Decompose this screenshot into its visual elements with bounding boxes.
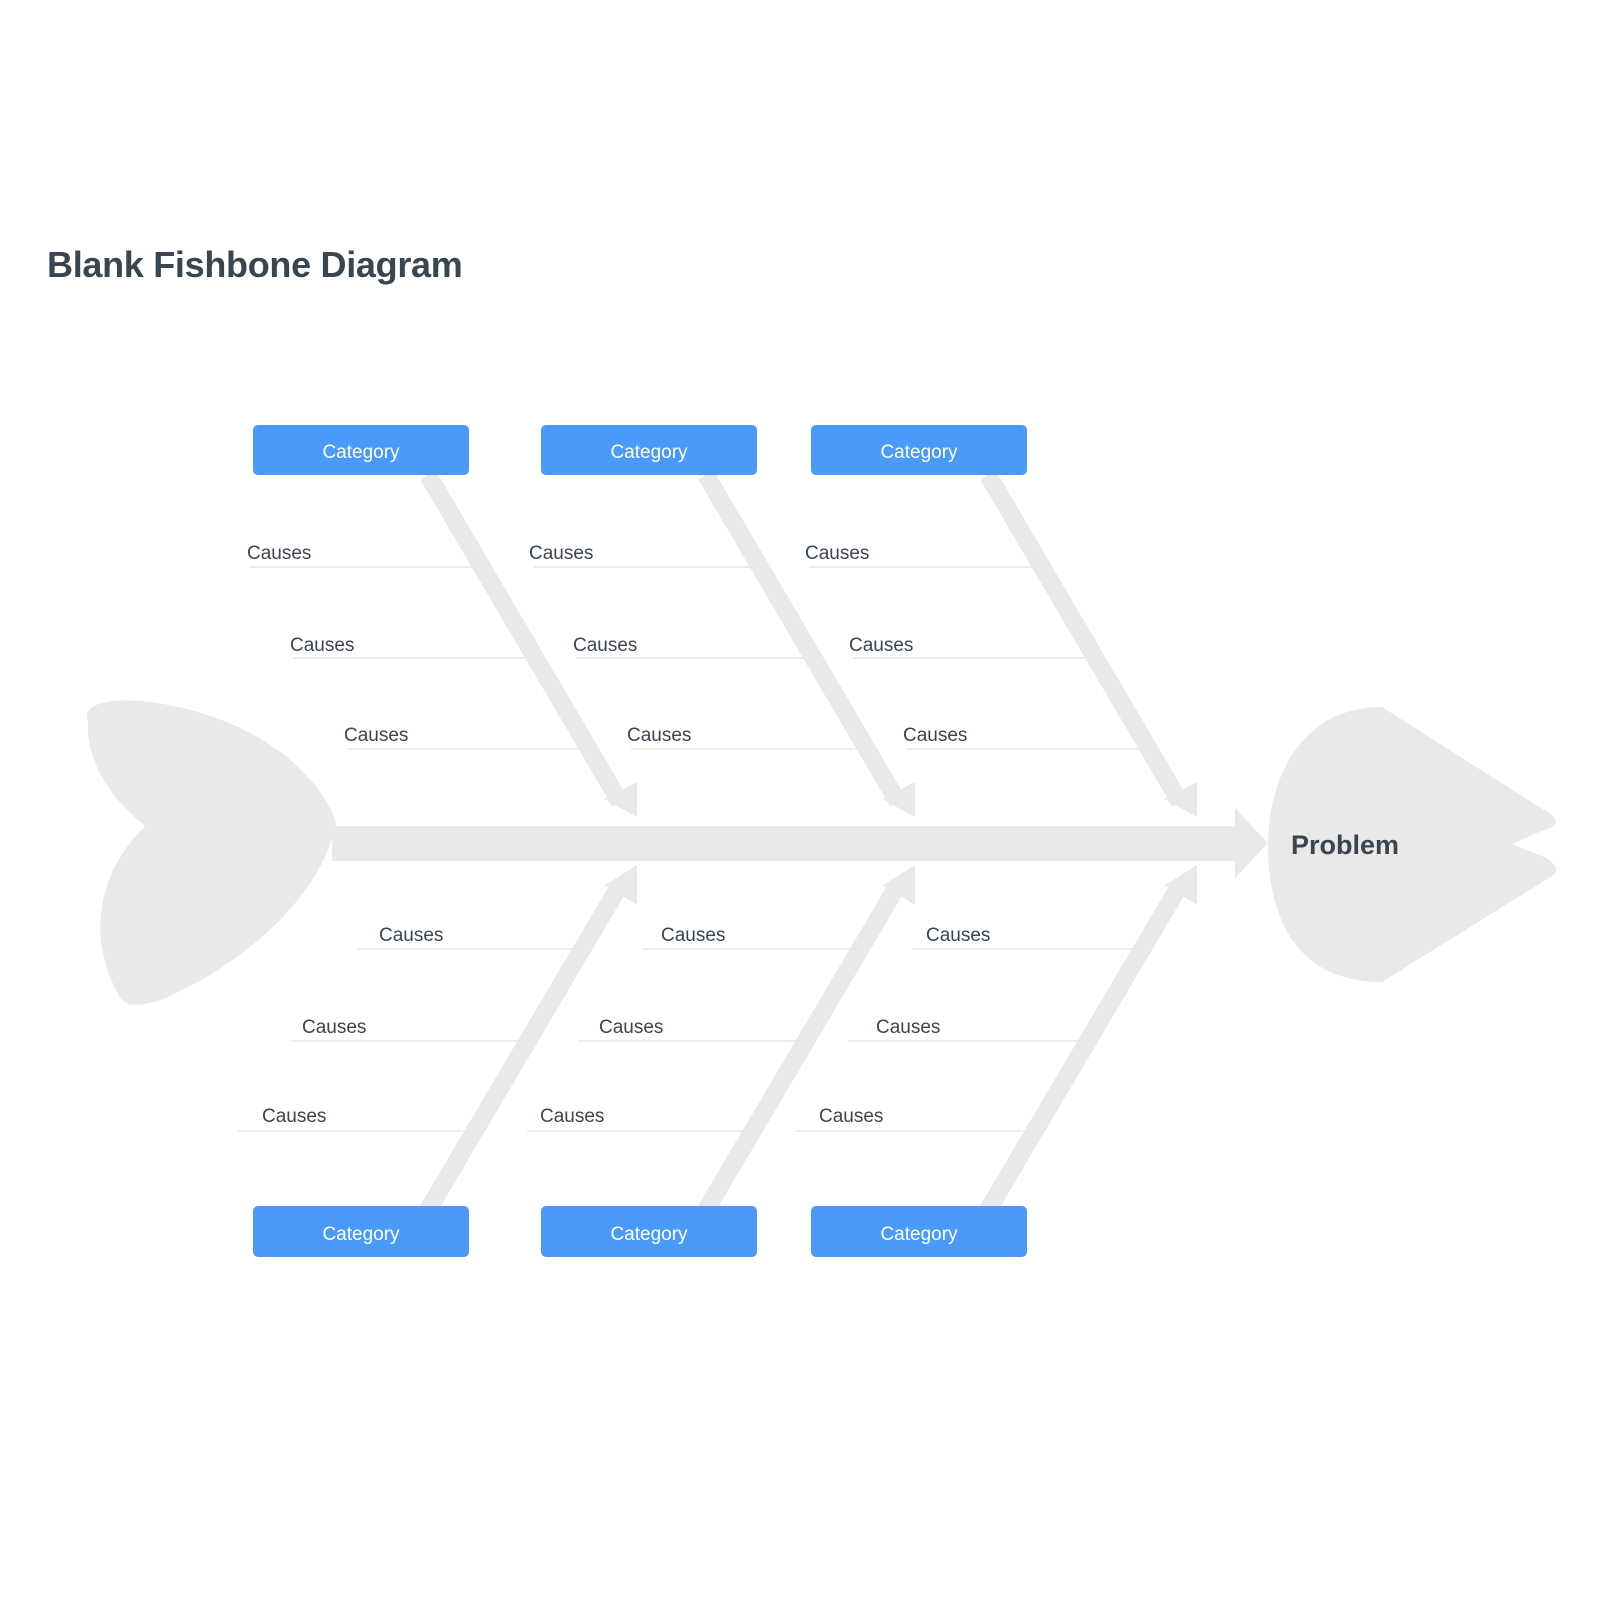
category-label: Category <box>610 442 688 463</box>
cause-label: Causes <box>302 1017 366 1038</box>
cause-lines-top <box>250 566 1140 750</box>
bone-arrowhead <box>1164 782 1197 817</box>
bone-bottom-1 <box>420 865 637 1215</box>
cause-label: Causes <box>379 925 443 946</box>
bone-top-3 <box>980 470 1197 817</box>
cause-label: Causes <box>599 1017 663 1038</box>
cause-label: Causes <box>819 1106 883 1127</box>
category-box-bottom-2[interactable]: Category <box>541 1206 757 1257</box>
cause-label: Causes <box>540 1106 604 1127</box>
cause-label: Causes <box>573 635 637 656</box>
cause-label: Causes <box>926 925 990 946</box>
cause-label: Causes <box>290 635 354 656</box>
cause-label: Causes <box>903 725 967 746</box>
cause-label: Causes <box>876 1017 940 1038</box>
category-box-bg <box>541 425 757 475</box>
fish-head <box>1268 707 1556 982</box>
category-label: Category <box>322 1224 400 1245</box>
bone-shaft <box>698 880 906 1215</box>
category-box-bg <box>541 1206 757 1257</box>
fish-tail <box>86 700 336 1005</box>
problem-label: Problem <box>1291 830 1399 860</box>
category-box-top-2[interactable]: Category <box>541 425 757 475</box>
cause-label: Causes <box>247 543 311 564</box>
bone-arrowhead <box>604 782 637 817</box>
bone-shaft <box>980 470 1188 807</box>
bone-arrowhead <box>883 865 915 905</box>
cause-label: Causes <box>529 543 593 564</box>
bone-shaft <box>420 880 628 1215</box>
bone-top-2 <box>698 470 915 817</box>
category-box-bg <box>253 1206 469 1257</box>
cause-label: Causes <box>849 635 913 656</box>
bone-bottom-2 <box>698 865 915 1215</box>
cause-label: Causes <box>661 925 725 946</box>
category-label: Category <box>610 1224 688 1245</box>
category-label: Category <box>880 1224 958 1245</box>
fish-spine <box>332 826 1235 861</box>
cause-label: Causes <box>805 543 869 564</box>
category-label: Category <box>322 442 400 463</box>
cause-label: Causes <box>344 725 408 746</box>
bone-shaft <box>980 880 1188 1215</box>
bone-arrowhead <box>1165 865 1197 905</box>
category-box-bg <box>253 425 469 475</box>
category-box-bottom-1[interactable]: Category <box>253 1206 469 1257</box>
bone-shaft <box>420 470 628 807</box>
category-label: Category <box>880 442 958 463</box>
category-box-top-3[interactable]: Category <box>811 425 1027 475</box>
category-box-bg <box>811 1206 1027 1257</box>
cause-label: Causes <box>262 1106 326 1127</box>
category-box-bottom-3[interactable]: Category <box>811 1206 1027 1257</box>
diagram-title: Blank Fishbone Diagram <box>47 244 463 285</box>
bone-bottom-3 <box>980 865 1197 1215</box>
bone-arrowhead <box>605 865 637 905</box>
cause-lines-bottom <box>238 948 1137 1132</box>
category-box-bg <box>811 425 1027 475</box>
bone-shaft <box>698 470 906 807</box>
category-box-top-1[interactable]: Category <box>253 425 469 475</box>
bone-arrowhead <box>882 782 915 817</box>
bone-top-1 <box>420 470 637 817</box>
cause-label: Causes <box>627 725 691 746</box>
spine-arrowhead <box>1235 808 1268 878</box>
